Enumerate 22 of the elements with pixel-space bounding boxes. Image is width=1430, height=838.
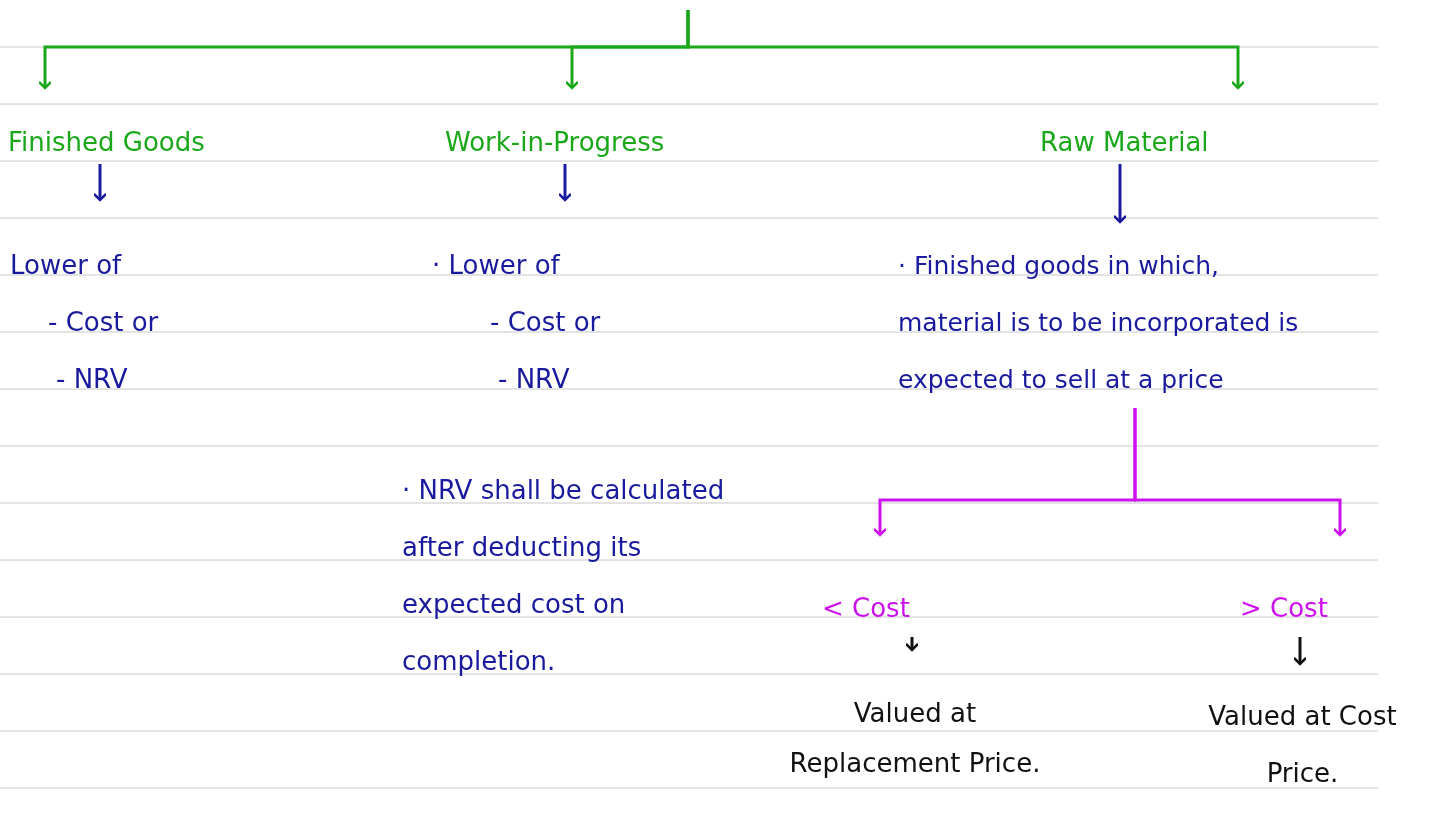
arrow xyxy=(904,637,920,652)
arrow xyxy=(1292,637,1308,666)
note-text: Valued at Replacement Price. xyxy=(788,697,1042,780)
category-heading: Finished Goods xyxy=(8,126,205,159)
note-text: < Cost xyxy=(822,592,910,625)
category-heading: Work-in-Progress xyxy=(445,126,665,159)
arrow xyxy=(1112,164,1128,224)
note-text: - NRV xyxy=(56,363,128,396)
note-text: · NRV shall be calculated after deducting its expected cost on completion. xyxy=(402,474,726,678)
note-text: Lower of xyxy=(10,249,122,282)
arrow xyxy=(92,164,108,202)
arrow xyxy=(557,164,573,202)
note-text: - NRV xyxy=(498,363,570,396)
category-heading: Raw Material xyxy=(1040,126,1209,159)
note-text: - Cost or xyxy=(490,306,601,339)
arrow xyxy=(1133,408,1348,537)
note-text: - Cost or xyxy=(48,306,159,339)
note-text: · Finished goods in which, material is to be incorporated is expected to sell at a price xyxy=(898,250,1300,396)
note-text: · Lower of xyxy=(432,249,560,282)
note-text: Valued at Cost Price. xyxy=(1207,700,1398,790)
arrow xyxy=(686,10,1246,90)
note-text: > Cost xyxy=(1240,592,1328,625)
